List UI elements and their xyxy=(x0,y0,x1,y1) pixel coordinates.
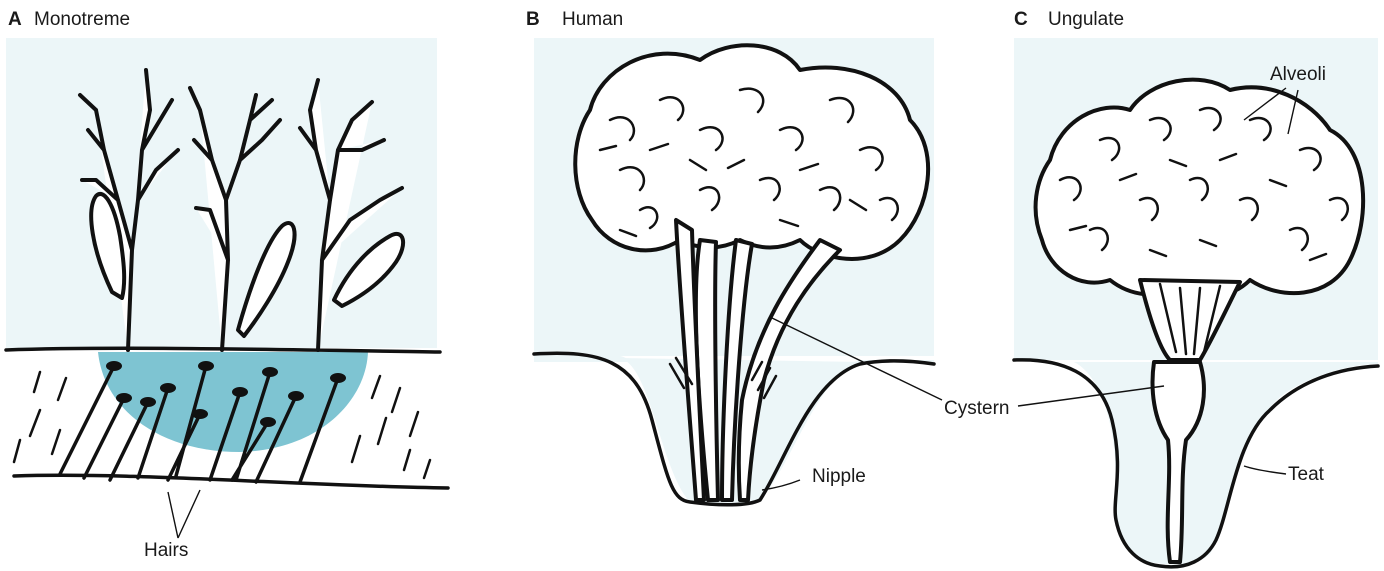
hair-follicle xyxy=(232,387,248,397)
human-alveolar-lobes xyxy=(575,45,928,259)
hair-follicle xyxy=(288,391,304,401)
panel-b-letter: B xyxy=(526,9,540,30)
panel-b: B Human Nipple xyxy=(526,9,942,505)
hair-follicle xyxy=(198,361,214,371)
label-teat: Teat xyxy=(1288,464,1325,485)
panel-b-title: Human xyxy=(562,9,623,30)
hair-follicle xyxy=(260,417,276,427)
panel-a-title: Monotreme xyxy=(34,9,130,30)
label-cystern: Cystern xyxy=(944,398,1009,419)
label-nipple: Nipple xyxy=(812,466,866,487)
panel-a-letter: A xyxy=(8,9,22,30)
hair-follicle xyxy=(160,383,176,393)
teat-leader-line xyxy=(1244,466,1286,474)
hair-follicle xyxy=(140,397,156,407)
hairs-leader-line xyxy=(168,490,200,538)
panel-c-letter: C xyxy=(1014,9,1028,30)
panel-c-title: Ungulate xyxy=(1048,9,1124,30)
label-alveoli: Alveoli xyxy=(1270,64,1326,85)
hair-follicle xyxy=(106,361,122,371)
hair-follicle xyxy=(262,367,278,377)
label-hairs: Hairs xyxy=(144,540,188,561)
hair-follicle xyxy=(192,409,208,419)
panel-c: C Ungulate Teat Alveoli xyxy=(1014,9,1378,567)
hair-follicle xyxy=(330,373,346,383)
panel-a: A Monotreme xyxy=(6,9,448,561)
dermis-base-line xyxy=(14,475,448,488)
hair-follicle xyxy=(116,393,132,403)
